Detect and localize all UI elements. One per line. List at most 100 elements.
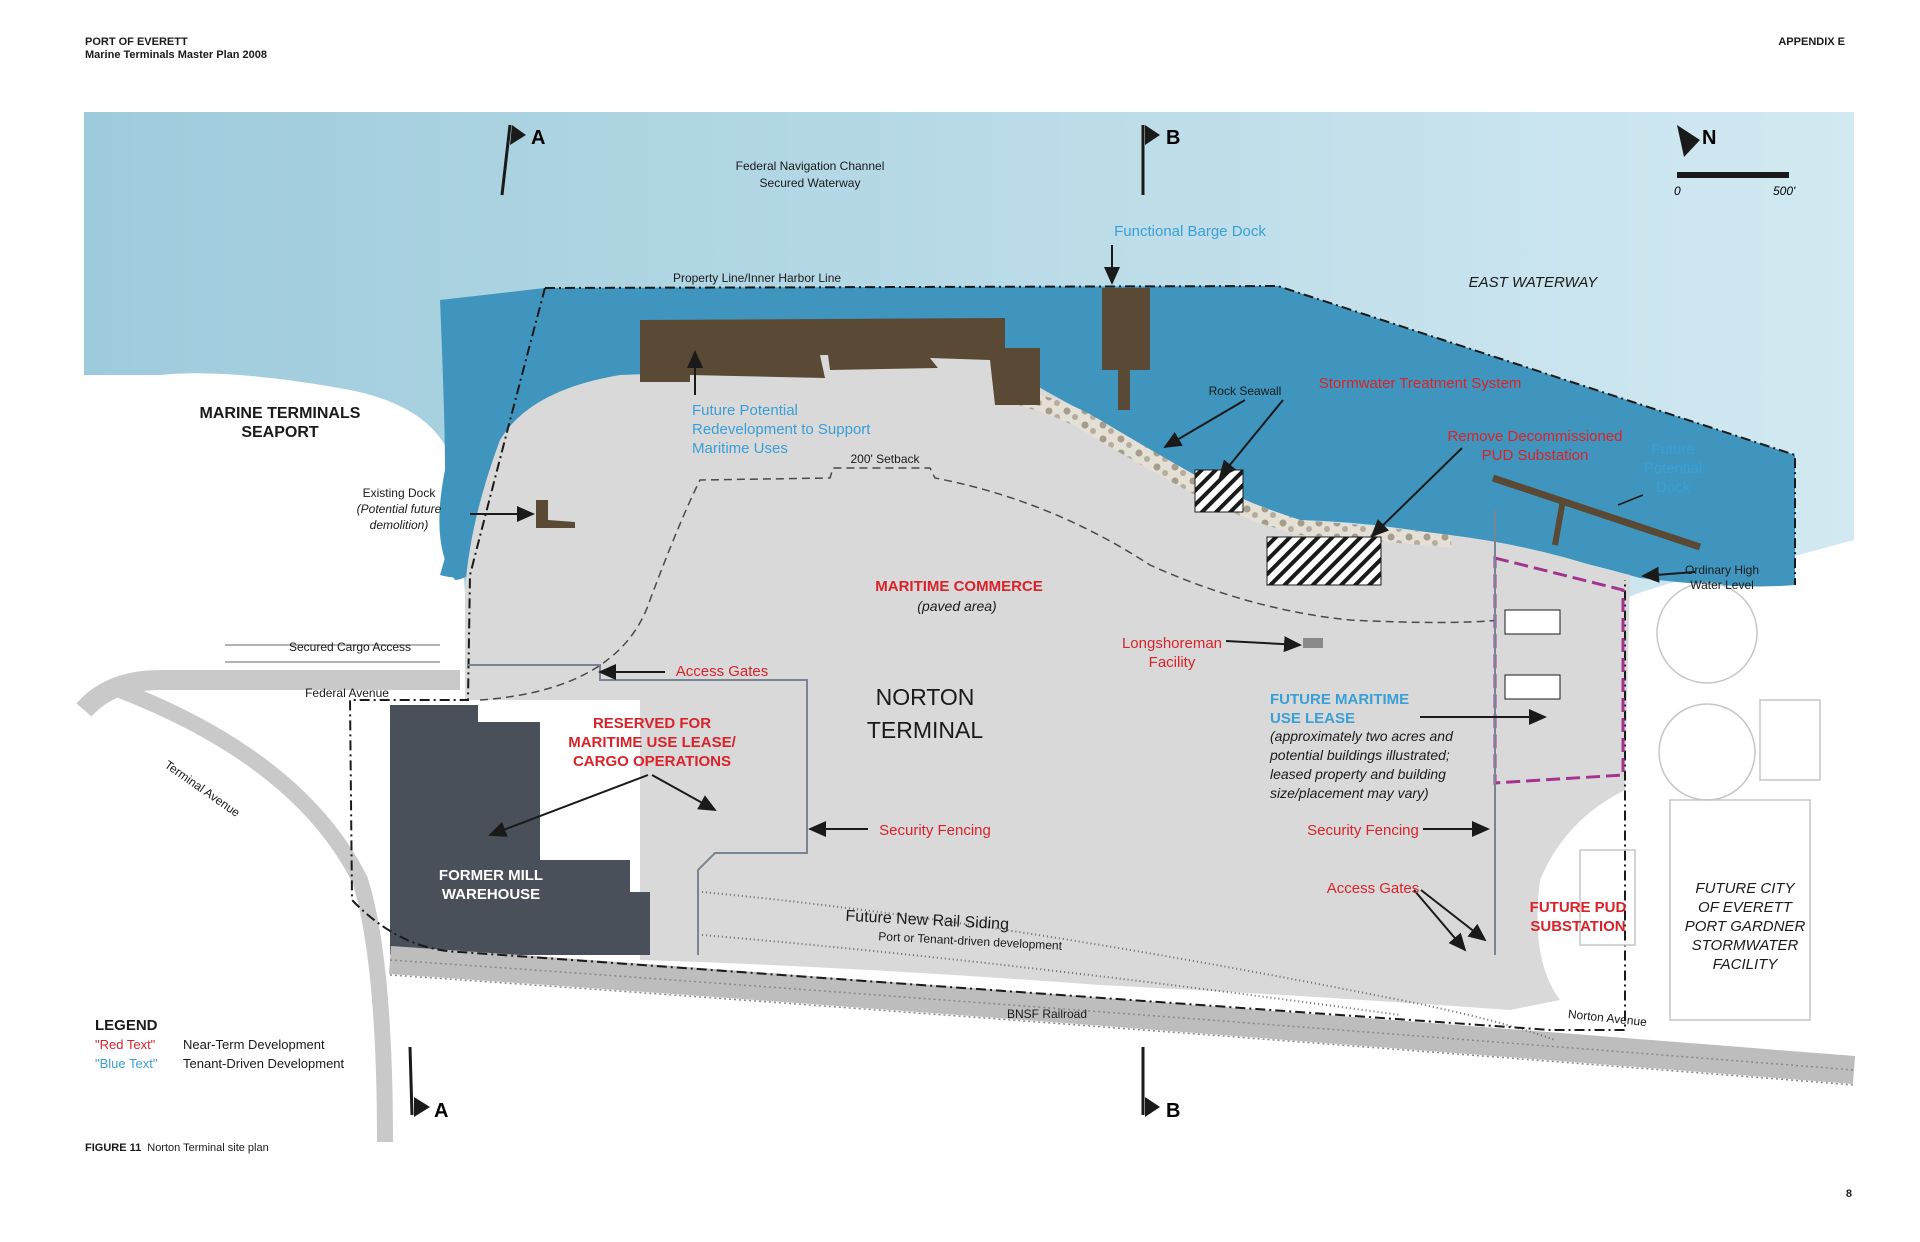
document-header: PORT OF EVERETT Marine Terminals Master … — [85, 36, 267, 62]
section-marker-b-top: B — [1141, 125, 1180, 195]
lease-building-2 — [1504, 674, 1561, 700]
barge-dock-label: Functional Barge Dock — [1114, 223, 1266, 240]
barge-pier — [1118, 370, 1130, 410]
former-mill-warehouse — [390, 705, 650, 955]
city-facility-label-1: FUTURE CITY — [1695, 880, 1795, 897]
page-number: 8 — [1845, 1188, 1852, 1200]
lease-note-2: potential buildings illustrated; — [1269, 747, 1450, 763]
scale-max: 500' — [1773, 184, 1796, 198]
former-mill-label-2: WAREHOUSE — [442, 886, 540, 903]
doc-title: Marine Terminals Master Plan 2008 — [85, 49, 267, 61]
bnsf-label: BNSF Railroad — [1007, 1007, 1087, 1021]
legend: LEGEND "Red Text" Near-Term Development … — [95, 1016, 344, 1073]
remove-pud-label-2: PUD Substation — [1482, 447, 1589, 464]
legend-red-desc: Near-Term Development — [183, 1037, 325, 1052]
access-gates-left-label: Access Gates — [676, 663, 769, 680]
seaport-land — [84, 373, 468, 640]
maritime-commerce-label: MARITIME COMMERCE — [875, 578, 1043, 595]
future-redevelopment-label-3: Maritime Uses — [692, 440, 788, 457]
decommissioned-pud — [1266, 536, 1382, 586]
future-pud-label-2: SUBSTATION — [1530, 918, 1625, 935]
future-redevelopment-label-2: Redevelopment to Support — [692, 421, 871, 438]
future-redevelopment-label-1: Future Potential — [692, 402, 798, 419]
section-a-top-label: A — [531, 127, 545, 149]
stormwater-structure — [1194, 469, 1244, 513]
existing-dock — [536, 500, 575, 528]
section-marker-a-top: A — [500, 124, 545, 196]
reserved-label-1: RESERVED FOR — [593, 715, 711, 732]
longshoreman-label-2: Facility — [1149, 654, 1196, 671]
section-marker-b-bottom: B — [1141, 1047, 1180, 1122]
setback-label: 200' Setback — [850, 452, 920, 466]
property-line-label: Property Line/Inner Harbor Line — [673, 271, 841, 285]
north-warehouses — [640, 318, 1040, 405]
longshoreman-facility-building — [1303, 638, 1323, 648]
city-facility-label-5: FACILITY — [1713, 956, 1779, 973]
security-fencing-right-label: Security Fencing — [1307, 822, 1419, 839]
section-a-bottom-label: A — [434, 1100, 448, 1122]
appendix-label: APPENDIX E — [1778, 36, 1845, 48]
legend-blue-desc: Tenant-Driven Development — [183, 1056, 345, 1071]
rock-seawall — [1000, 387, 1452, 548]
legend-blue-key: "Blue Text" — [95, 1056, 158, 1071]
barge-dock — [1102, 288, 1150, 370]
ohwl-label-1: Ordinary High — [1685, 563, 1759, 577]
future-lease-label-2: USE LEASE — [1270, 710, 1355, 727]
existing-dock-label-3: demolition) — [370, 518, 429, 532]
north-arrow: N — [1677, 125, 1716, 157]
secured-cargo-lines — [225, 644, 440, 663]
federal-avenue-road — [76, 670, 460, 717]
terminal-land — [465, 355, 1630, 1010]
city-facility-label-3: PORT GARDNER — [1685, 918, 1806, 935]
scale-bar: 0 500' — [1674, 172, 1796, 198]
channel-label: Federal Navigation Channel — [736, 159, 885, 173]
ohwl-label-2: Water Level — [1690, 578, 1754, 592]
terminal-avenue-road — [117, 682, 393, 1143]
lease-building-1 — [1504, 609, 1561, 635]
future-dock-label-2: Potential — [1644, 460, 1702, 477]
figure-caption: FIGURE 11 Norton Terminal site plan — [85, 1142, 269, 1154]
norton-label-2: TERMINAL — [867, 717, 984, 743]
remove-pud-label-1: Remove Decommissioned — [1447, 428, 1622, 445]
legend-row-blue: "Blue Text" Tenant-Driven Development — [95, 1054, 344, 1073]
security-fencing-left-label: Security Fencing — [879, 822, 991, 839]
federal-avenue-label: Federal Avenue — [305, 686, 389, 700]
section-b-bottom-label: B — [1166, 1100, 1180, 1122]
seaport-label-1: MARINE TERMINALS — [200, 405, 361, 422]
longshoreman-label-1: Longshoreman — [1122, 635, 1222, 652]
existing-dock-label-1: Existing Dock — [363, 486, 437, 500]
terminal-avenue-label: Terminal Avenue — [162, 758, 243, 820]
secured-waterway-label: Secured Waterway — [760, 176, 861, 190]
stormwater-label: Stormwater Treatment System — [1319, 375, 1522, 392]
lease-note-1: (approximately two acres and — [1270, 728, 1454, 744]
legend-red-key: "Red Text" — [95, 1037, 156, 1052]
bnsf-rail — [389, 891, 1856, 1086]
legend-title: LEGEND — [95, 1017, 158, 1034]
callout-arrows — [470, 245, 1696, 952]
north-label: N — [1702, 127, 1716, 149]
reserved-label-3: CARGO OPERATIONS — [573, 753, 731, 770]
future-dock — [1491, 474, 1702, 551]
figure-text: Norton Terminal site plan — [147, 1142, 269, 1154]
reserved-label-2: MARITIME USE LEASE/ — [568, 734, 736, 751]
seaport-label-2: SEAPORT — [241, 424, 319, 441]
rock-seawall-label: Rock Seawall — [1209, 384, 1282, 398]
future-dock-label-3: Dock — [1656, 479, 1691, 496]
access-gates-right-label: Access Gates — [1327, 880, 1420, 897]
city-facility-site — [1579, 582, 1821, 1021]
scale-zero: 0 — [1674, 184, 1681, 198]
former-mill-label-1: FORMER MILL — [439, 867, 543, 884]
legend-row-red: "Red Text" Near-Term Development — [95, 1035, 344, 1054]
figure-number: FIGURE 11 — [85, 1142, 142, 1154]
secured-cargo-label: Secured Cargo Access — [289, 640, 411, 654]
city-facility-label-2: OF EVERETT — [1698, 899, 1794, 916]
future-lease-label-1: FUTURE MARITIME — [1270, 691, 1409, 708]
paved-area-label: (paved area) — [917, 598, 996, 614]
property-line — [348, 284, 1796, 1031]
section-marker-a-bottom: A — [408, 1046, 448, 1122]
east-waterway-label: EAST WATERWAY — [1469, 274, 1599, 291]
lease-note-3: leased property and building — [1270, 766, 1446, 782]
city-facility-label-4: STORMWATER — [1692, 937, 1799, 954]
existing-dock-label-2: (Potential future — [357, 502, 442, 516]
